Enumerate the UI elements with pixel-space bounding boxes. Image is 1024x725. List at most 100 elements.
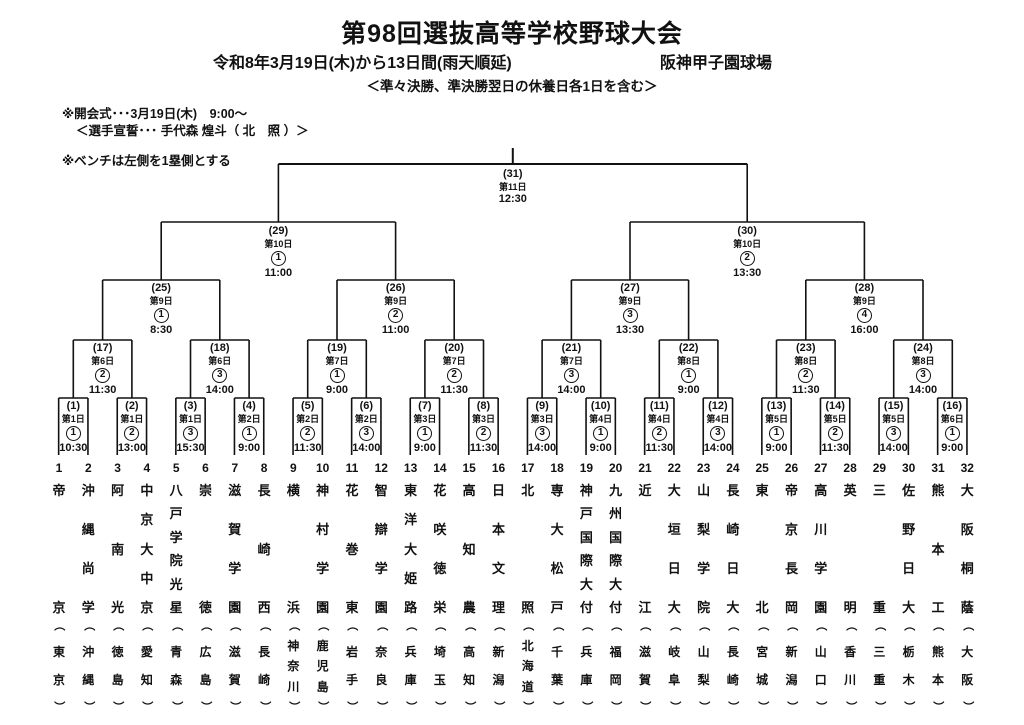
team-name: 神村学園 bbox=[316, 483, 330, 615]
game-order-circle: 1 bbox=[241, 425, 257, 441]
team-number: 15 bbox=[462, 461, 476, 475]
team-prefecture: （滋賀） bbox=[228, 620, 242, 712]
team-number: 6 bbox=[202, 461, 209, 475]
team-name: 山梨学院 bbox=[697, 483, 711, 615]
team-name: 智辯学園 bbox=[374, 483, 388, 615]
team-prefecture: （高知） bbox=[463, 620, 476, 712]
team-number: 9 bbox=[290, 461, 297, 475]
team-number: 30 bbox=[902, 461, 916, 475]
team-name: 英明 bbox=[843, 483, 857, 615]
game-number: (27) bbox=[620, 282, 640, 294]
game-number: (30) bbox=[737, 225, 757, 237]
team-prefecture: （北海道） bbox=[521, 620, 535, 712]
game-day: 第11日 bbox=[499, 181, 527, 192]
game-day: 第8日 bbox=[794, 355, 818, 366]
team-number: 20 bbox=[609, 461, 623, 475]
game-time: 9:00 bbox=[413, 441, 436, 454]
game-order-circle: 1 bbox=[769, 425, 784, 441]
tournament-dates: 令和8年3月19日(木)から13日間(雨天順延) bbox=[213, 55, 512, 72]
team-number: 8 bbox=[260, 461, 268, 475]
team-prefecture: （新潟） bbox=[492, 620, 505, 712]
game-day: 第1日 bbox=[61, 413, 85, 424]
team-name: 東北 bbox=[755, 483, 769, 615]
team-prefecture: （岐阜） bbox=[668, 620, 681, 712]
team-prefecture: （鹿児島） bbox=[316, 620, 330, 712]
team-prefecture: （栃木） bbox=[902, 620, 916, 712]
game-order-circle: 1 bbox=[681, 367, 697, 383]
team-number: 4 bbox=[143, 461, 151, 475]
game-number: (31) bbox=[503, 168, 523, 180]
team-prefecture: （奈良） bbox=[375, 620, 388, 712]
team-prefecture: （大阪） bbox=[961, 620, 974, 712]
opening-ceremony-note: ※開会式･･･3月19日(木) 9:00～ bbox=[62, 107, 248, 121]
game-time: 11:30 bbox=[645, 441, 674, 454]
game-order-circle: 2 bbox=[739, 250, 755, 266]
game-day: 第9日 bbox=[384, 295, 408, 306]
game-order-circle: 3 bbox=[358, 425, 374, 441]
team-prefecture: （熊本） bbox=[931, 620, 945, 712]
game-order-circle: 2 bbox=[446, 367, 462, 383]
game-day: 第1日 bbox=[120, 413, 144, 424]
team-prefecture: （山梨） bbox=[697, 620, 711, 712]
game-time: 9:00 bbox=[589, 441, 612, 454]
team-prefecture: （千葉） bbox=[551, 620, 564, 712]
team-prefecture: （神奈川） bbox=[287, 620, 300, 712]
team-number: 21 bbox=[638, 461, 652, 475]
team-name: 神戸国際大付 bbox=[579, 483, 593, 615]
game-number: (26) bbox=[385, 282, 406, 294]
game-number: (29) bbox=[268, 225, 289, 237]
game-time: 11:30 bbox=[821, 441, 849, 454]
game-time: 14:00 bbox=[879, 441, 908, 454]
team-number: 22 bbox=[667, 461, 681, 475]
team-number: 19 bbox=[579, 461, 594, 475]
team-number: 26 bbox=[784, 461, 799, 475]
team-name: 長崎西 bbox=[257, 483, 271, 615]
game-day: 第1日 bbox=[178, 413, 202, 424]
team-number: 24 bbox=[726, 461, 740, 475]
game-day: 第7日 bbox=[559, 355, 583, 366]
game-time: 14:00 bbox=[352, 441, 381, 454]
game-order-circle: 4 bbox=[856, 307, 872, 323]
game-number: (16) bbox=[942, 400, 963, 412]
game-time: 14:00 bbox=[703, 441, 732, 454]
game-time: 11:00 bbox=[381, 323, 410, 336]
team-prefecture: （三重） bbox=[873, 620, 886, 712]
game-time: 14:00 bbox=[908, 383, 938, 396]
game-order-circle: 2 bbox=[651, 425, 667, 441]
team-name: 阿南光 bbox=[111, 483, 125, 615]
game-time: 15:30 bbox=[176, 441, 205, 454]
team-name: 北照 bbox=[521, 483, 535, 615]
game-time: 9:00 bbox=[765, 441, 788, 454]
game-time: 13:30 bbox=[733, 266, 762, 279]
team-number: 23 bbox=[696, 461, 711, 475]
team-number: 17 bbox=[521, 461, 535, 475]
game-day: 第2日 bbox=[296, 413, 320, 424]
team-17: 17 北照 （北海道） bbox=[513, 460, 543, 712]
game-day: 第9日 bbox=[149, 295, 173, 306]
team-prefecture: （山口） bbox=[814, 620, 828, 712]
team-prefecture: （広島） bbox=[199, 620, 212, 712]
game-order-circle: 1 bbox=[417, 425, 433, 441]
game-time: 14:00 bbox=[528, 441, 557, 454]
